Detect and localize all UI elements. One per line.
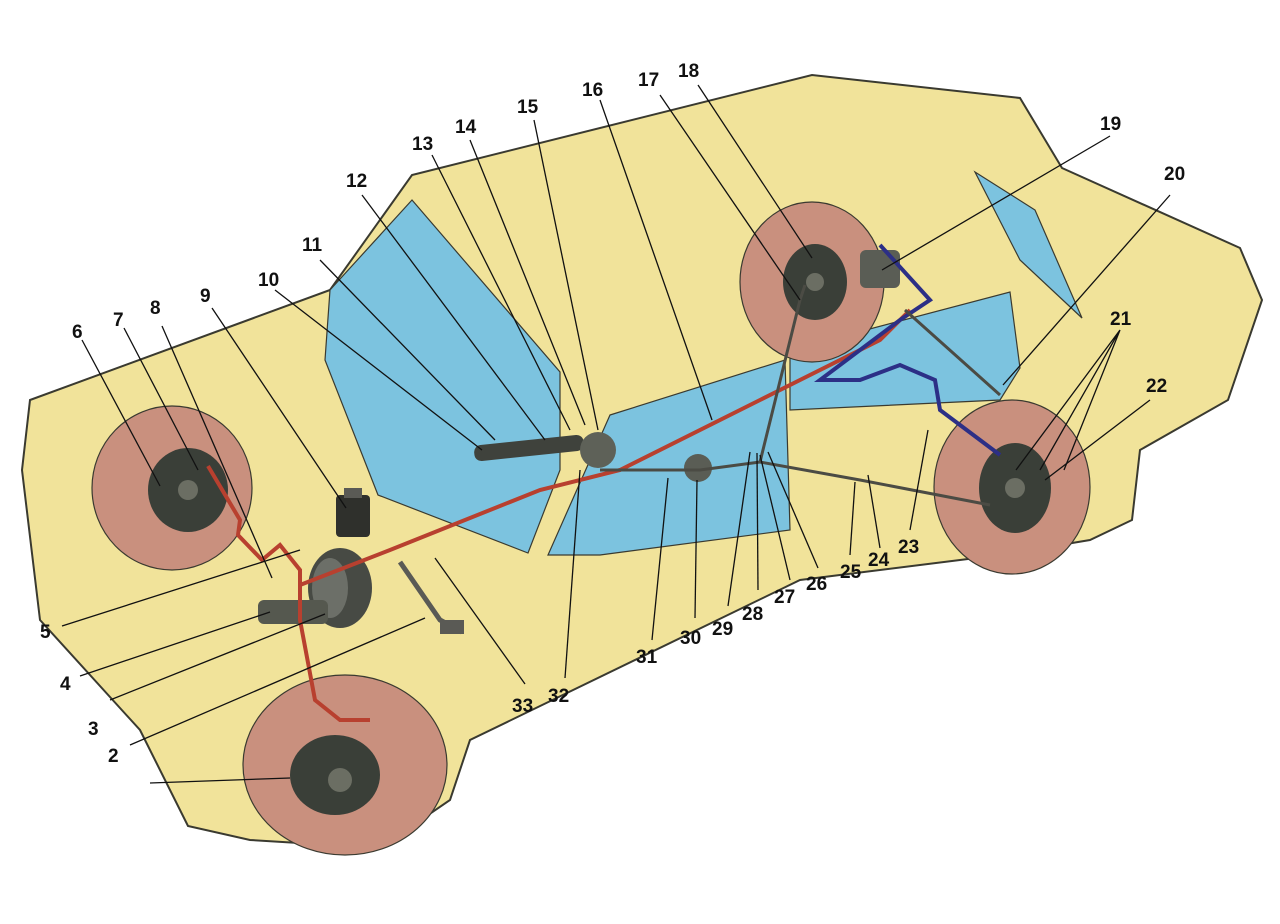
parking-brake-lever: [474, 432, 616, 468]
pressure-regulator: [860, 250, 900, 288]
master-cylinder: [258, 600, 328, 624]
callout-9: 9: [200, 286, 211, 307]
callout-20: 20: [1164, 164, 1185, 185]
brake-pedal: [397, 560, 464, 635]
rear-window: [973, 170, 1083, 319]
callout-4: 4: [60, 674, 71, 695]
callout-22: 22: [1146, 376, 1167, 397]
floor-glass-front: [547, 359, 791, 556]
rear-axle-brake-line: [814, 243, 1002, 457]
callout-21: 21: [1110, 309, 1132, 330]
callout-23: 23: [898, 537, 919, 558]
front-right-wheel: [242, 674, 448, 856]
fluid-reservoir: [336, 488, 370, 537]
callout-10: 10: [258, 270, 279, 291]
callout-8: 8: [150, 298, 161, 319]
leader-lines: [61, 84, 1171, 784]
callout-13: 13: [412, 134, 433, 155]
callout-5: 5: [40, 622, 51, 643]
callout-32: 32: [548, 686, 569, 707]
callout-17: 17: [638, 70, 659, 91]
callout-6: 6: [72, 322, 83, 343]
cable-guide: [684, 454, 712, 482]
callout-18: 18: [678, 61, 699, 82]
callout-2: 2: [108, 746, 119, 767]
callout-29: 29: [712, 619, 733, 640]
front-left-wheel: [91, 405, 253, 571]
callout-15: 15: [517, 97, 539, 118]
callout-11: 11: [302, 235, 323, 256]
callout-28: 28: [742, 604, 763, 625]
callout-14: 14: [455, 117, 477, 138]
callout-24: 24: [868, 550, 890, 571]
callout-31: 31: [636, 647, 658, 668]
callout-labels: 2 3 4 5 6 7 8 9 10 11 12 13 14 15 16 17 …: [40, 61, 1185, 767]
callout-19: 19: [1100, 114, 1121, 135]
callout-3: 3: [88, 719, 99, 740]
rear-right-wheel: [933, 399, 1091, 575]
callout-27: 27: [774, 587, 795, 608]
callout-7: 7: [113, 310, 124, 331]
callout-25: 25: [840, 562, 862, 583]
callout-26: 26: [806, 574, 827, 595]
callout-30: 30: [680, 628, 701, 649]
front-brake-line: [206, 464, 370, 722]
callout-16: 16: [582, 80, 603, 101]
callout-33: 33: [512, 696, 533, 717]
callout-12: 12: [346, 171, 367, 192]
